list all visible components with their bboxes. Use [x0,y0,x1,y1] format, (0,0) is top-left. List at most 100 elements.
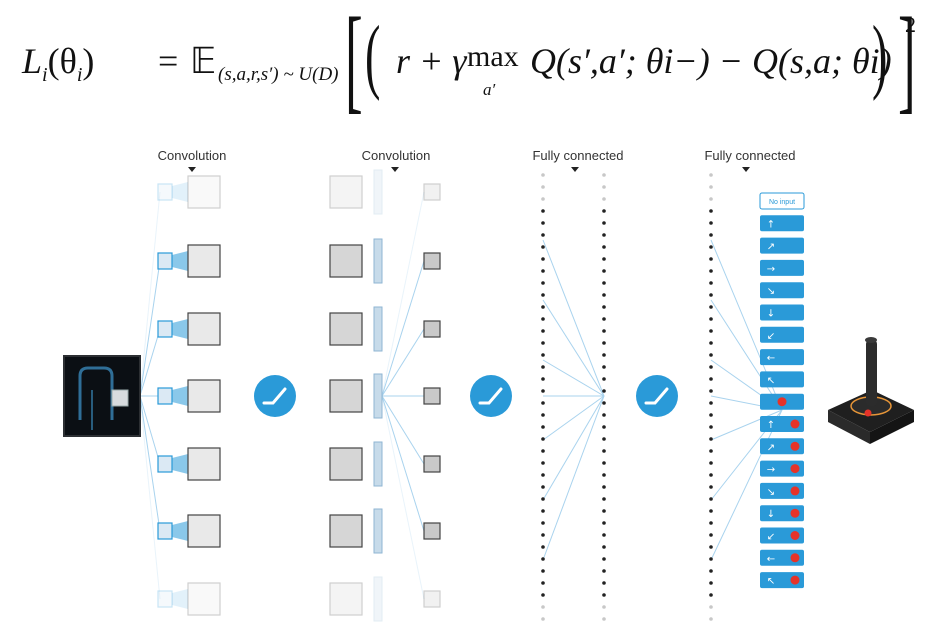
conv1-projection [172,589,188,609]
conv1-feature-map [187,379,221,413]
output-action [760,237,804,254]
relu-curve [262,387,287,405]
fc-neuron [709,461,713,465]
fc-neuron [541,425,545,429]
conv2-filter-stack [373,238,383,284]
fc-neuron [709,233,713,237]
formula-expectation: 𝔼 [190,41,217,81]
connection-line [139,260,161,397]
fc-neuron [709,341,713,345]
fc-neuron [602,365,606,369]
conv2-input-map [329,175,363,209]
fc-neuron [602,317,606,321]
fc-neuron [602,245,606,249]
fc-neuron [602,353,606,357]
fc-neuron [602,497,606,501]
connection-line [542,239,605,397]
conv1-feature-map [187,447,221,481]
conv2-output-map [423,183,441,201]
fc-neuron [541,305,545,309]
output-action [760,259,804,276]
fc-neuron [541,545,545,549]
fc-neuron [541,533,545,537]
output-action [760,215,804,232]
conv2-input-map [329,447,363,481]
output-label: ← [767,554,775,565]
connection-line [381,260,425,397]
fc-neuron [541,581,545,585]
fc-neuron [541,365,545,369]
fc-neuron [709,593,713,597]
connection-line [710,409,783,561]
conv2-filter-stack [373,576,383,622]
fc-neuron [602,593,606,597]
fire-icon [790,464,800,474]
output-label: ↓ [767,309,775,320]
fc-neuron [709,329,713,333]
fc-neuron [602,269,606,273]
formula-exponent: 2 [905,12,916,37]
fully-connected-layers [541,173,713,621]
output-no-input [759,192,805,210]
fc-neuron [602,449,606,453]
relu-activation-icon [254,375,296,417]
fc-neuron [709,485,713,489]
conv1-projection [172,386,188,406]
fc-neuron [602,413,606,417]
fc-neuron [541,197,545,201]
fc-neuron [541,293,545,297]
relu-activation-icon [636,375,678,417]
conv1-feature-map [187,582,221,616]
output-action [760,304,804,321]
output-label: ↑ [767,219,775,230]
fc-neuron [541,281,545,285]
conv1-feature-map [187,244,221,278]
layer-label-fc2: Fully connected [704,148,796,163]
conv2-input-map [329,379,363,413]
fc-neuron [602,281,606,285]
fc-neuron [602,437,606,441]
conv1-projection [172,521,188,541]
fc-neuron [709,389,713,393]
fc-neuron [709,581,713,585]
output-label: ↙ [767,532,775,543]
fire-icon [790,531,800,540]
right-paren-glyph: ) [872,9,888,102]
output-label: ↓ [767,509,775,520]
fc-neuron [709,617,713,621]
conv1-projection [172,319,188,339]
fc-neuron [709,269,713,273]
fc-neuron [709,305,713,309]
fc-neuron [602,233,606,237]
fc-neuron [541,473,545,477]
fc-neuron [709,221,713,225]
conv2-output-map [423,522,441,540]
connection-line [542,395,605,441]
conv1-filter [157,252,173,270]
fc-neuron [709,425,713,429]
fc-neuron [541,173,545,177]
output-label: ↘ [767,487,775,498]
fc-neuron [709,353,713,357]
output-label: ↖ [767,576,775,587]
fc-neuron [541,389,545,393]
output-label: ← [767,353,775,364]
fc-neuron [709,173,713,177]
fc-neuron [602,209,606,213]
fc-neuron [709,497,713,501]
connection-line [381,395,425,532]
fc-neuron [709,293,713,297]
fc-neuron [602,173,606,177]
fc-neuron [602,617,606,621]
output-label: ↙ [767,331,775,342]
fc-neuron [541,605,545,609]
connection-line [139,395,161,600]
fc-neuron [602,605,606,609]
fc-neuron [541,245,545,249]
fc-neuron [709,509,713,513]
connection-line [542,395,605,561]
relu-activation-icon [470,375,512,417]
conv1-filter [157,320,173,338]
fc-neuron [541,569,545,573]
